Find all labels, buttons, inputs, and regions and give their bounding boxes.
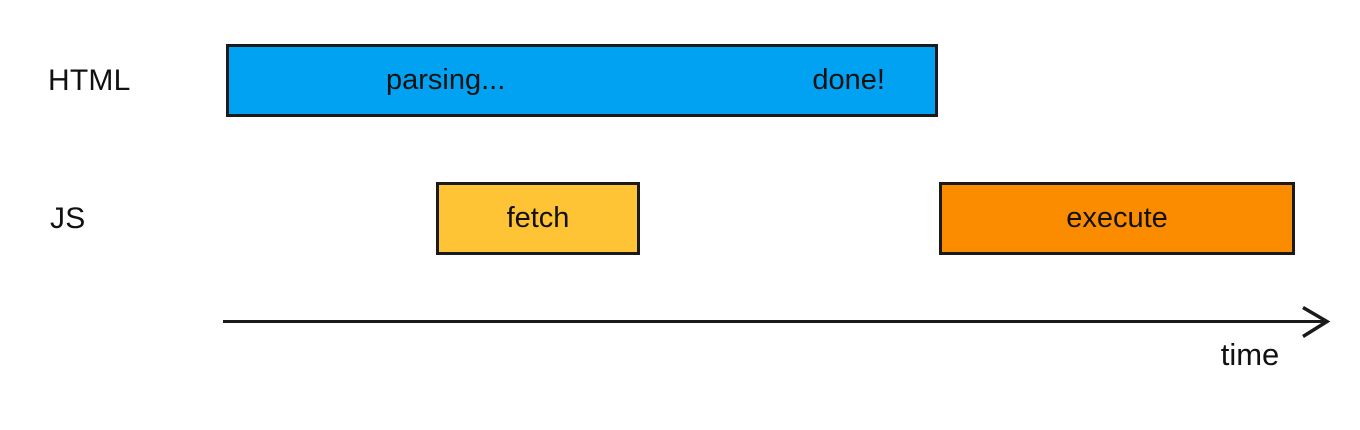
time-axis-label: time [1220,337,1280,372]
arrowhead-icon [1302,305,1331,338]
js-fetch-bar: fetch [436,182,640,255]
parsing-done-text: done! [812,64,885,96]
time-axis-arrow [223,305,1331,338]
execute-bar-label: execute [1066,202,1168,234]
html-row-label: HTML [48,63,131,97]
js-row-label: JS [50,201,86,235]
html-parsing-bar: parsing... done! [226,44,938,117]
fetch-bar-label: fetch [506,202,570,234]
parsing-start-text: parsing... [386,64,506,96]
js-execute-bar: execute [939,182,1295,255]
